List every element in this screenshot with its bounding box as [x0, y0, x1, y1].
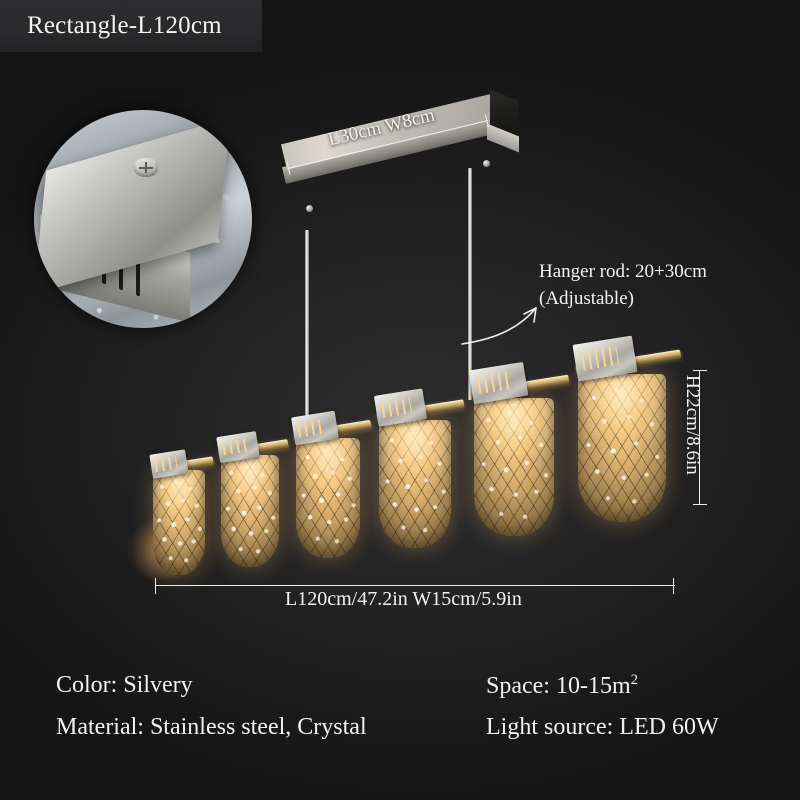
inset-screw-cap-icon [134, 158, 158, 177]
height-dimension-tick-bottom [693, 504, 707, 506]
canopy-screw-right [483, 160, 490, 167]
width-dimension-label: L120cm/47.2in W15cm/5.9in [285, 588, 522, 610]
basket-inner-glow-3 [301, 440, 355, 489]
width-dimension-tick-right [673, 578, 675, 594]
crystal-basket-4 [379, 420, 451, 548]
crystal-basket-2 [221, 455, 279, 567]
width-dimension-tick-left [155, 578, 157, 594]
pendant-cap-slits-6 [580, 346, 620, 371]
spec-material: Material: Stainless steel, Crystal [56, 714, 367, 740]
pendant-cap-slits-5 [476, 371, 512, 395]
width-dimension-line [155, 578, 675, 594]
title-banner: Rectangle-L120cm [0, 0, 262, 52]
hanger-rod-arrow [461, 307, 537, 345]
crystal-basket-6 [578, 374, 666, 522]
height-dimension-tick-top [693, 370, 707, 372]
spec-space-text: Space: 10-15m [486, 673, 631, 699]
detail-inset-circle [34, 110, 252, 328]
crystal-basket-1 [153, 470, 205, 575]
hanger-rod-line-2: (Adjustable) [539, 288, 634, 309]
basket-inner-glow-5 [480, 400, 548, 456]
width-dimension-rule [155, 585, 675, 587]
spec-space: Space: 10-15m2 [486, 672, 756, 700]
ceiling-canopy [280, 89, 524, 240]
basket-inner-glow-1 [157, 472, 201, 515]
pendant-cap-slits-1 [154, 456, 178, 472]
crystal-basket-3 [296, 438, 360, 558]
inset-slot-5 [136, 261, 140, 297]
page-title: Rectangle-L120cm [27, 12, 222, 39]
spec-list: Color: Silvery Space: 10-15m2 Material: … [56, 672, 756, 741]
pendant-cap-slits-3 [297, 418, 326, 438]
height-dimension-rule [699, 370, 701, 505]
height-dimension-line [693, 370, 707, 506]
basket-inner-glow-2 [225, 457, 275, 503]
hanger-rod-line-1: Hanger rod: 20+30cm [539, 261, 707, 282]
hanger-rod-callout: Hanger rod: 20+30cm (Adjustable) [539, 258, 707, 312]
spec-color: Color: Silvery [56, 672, 193, 698]
pendant-cap-slits-2 [221, 438, 248, 456]
canopy-screw-left [306, 205, 313, 212]
hanger-rod-left [305, 230, 309, 465]
spec-light-source: Light source: LED 60W [486, 714, 719, 740]
spec-space-superscript: 2 [630, 672, 639, 688]
height-dimension-label: H22cm/8.6in [682, 375, 703, 475]
basket-inner-glow-4 [384, 422, 446, 474]
pendant-cap-slits-4 [380, 397, 413, 418]
hanger-rod-right [468, 168, 472, 400]
crystal-basket-5 [474, 398, 554, 536]
basket-inner-glow-6 [585, 376, 659, 437]
